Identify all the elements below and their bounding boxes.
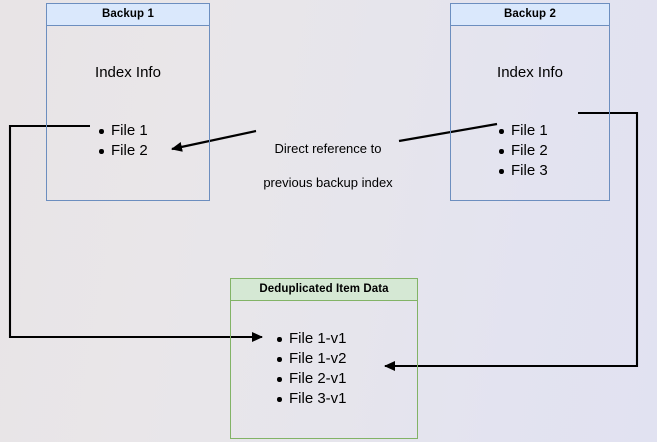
list-item[interactable]: File 2	[497, 141, 548, 161]
deduplicated-item-data-box[interactable]: Deduplicated Item Data File 1-v1 File 1-…	[230, 278, 418, 439]
list-item[interactable]: File 1-v1	[275, 329, 347, 349]
backup-1-body: Index Info File 1 File 2	[47, 26, 209, 200]
deduplicated-item-data-header: Deduplicated Item Data	[231, 279, 417, 301]
backup-1-file-list: File 1 File 2	[97, 121, 148, 161]
backup-1-index-info-label: Index Info	[95, 64, 161, 81]
list-item[interactable]: File 1-v2	[275, 349, 347, 369]
list-item[interactable]: File 2-v1	[275, 369, 347, 389]
deduplicated-item-data-body: File 1-v1 File 1-v2 File 2-v1 File 3-v1	[231, 301, 417, 438]
backup-2-box[interactable]: Backup 2 Index Info File 1 File 2 File 3	[450, 3, 610, 201]
direct-reference-label-line1: Direct reference to	[274, 141, 382, 156]
backup-1-header: Backup 1	[47, 4, 209, 26]
direct-reference-label: Direct reference to previous backup inde…	[253, 123, 403, 208]
backup-2-header: Backup 2	[451, 4, 609, 26]
backup-1-box[interactable]: Backup 1 Index Info File 1 File 2	[46, 3, 210, 201]
deduplicated-file-list: File 1-v1 File 1-v2 File 2-v1 File 3-v1	[275, 329, 347, 409]
list-item[interactable]: File 1	[497, 121, 548, 141]
list-item[interactable]: File 3	[497, 161, 548, 181]
backup-2-index-info-label: Index Info	[497, 64, 563, 81]
direct-reference-label-line2: previous backup index	[263, 175, 393, 190]
list-item[interactable]: File 1	[97, 121, 148, 141]
list-item[interactable]: File 3-v1	[275, 389, 347, 409]
backup-2-body: Index Info File 1 File 2 File 3	[451, 26, 609, 200]
list-item[interactable]: File 2	[97, 141, 148, 161]
backup-2-file-list: File 1 File 2 File 3	[497, 121, 548, 181]
